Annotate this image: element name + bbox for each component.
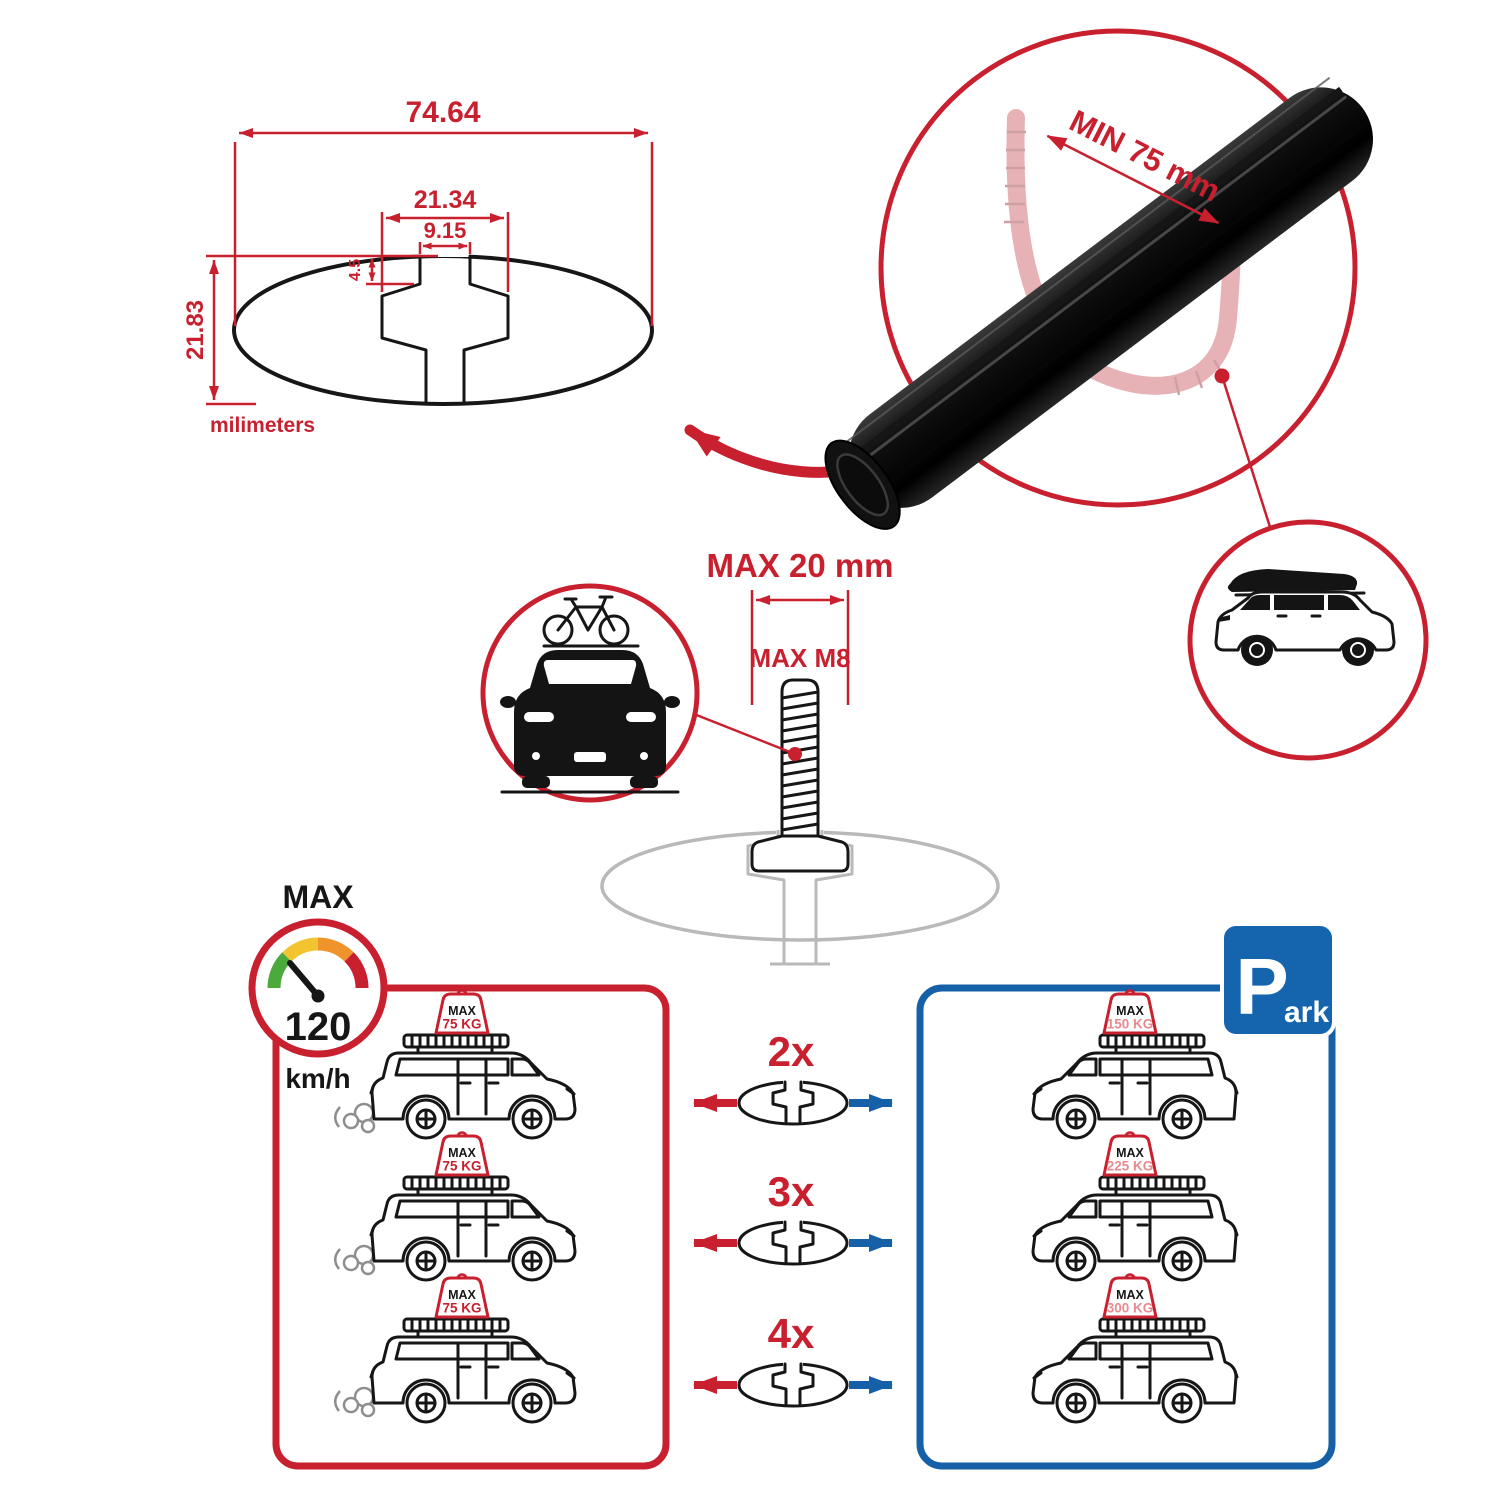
row3-profile-icon bbox=[737, 1359, 849, 1408]
ghost-slot bbox=[746, 830, 854, 966]
dim-lip-depth: 4.5 bbox=[347, 259, 364, 281]
suv-roofbox-art bbox=[1214, 569, 1396, 666]
multiplier-4x: 4x bbox=[768, 1310, 815, 1357]
min-span-arrow bbox=[1046, 134, 1220, 225]
park-sign-suffix: ark bbox=[1284, 996, 1329, 1029]
flag-max-label: MAX bbox=[448, 1146, 476, 1160]
speed-value: 120 bbox=[285, 1005, 352, 1049]
multiplier-2x: 2x bbox=[768, 1028, 815, 1075]
speed-max-label: MAX bbox=[282, 879, 354, 915]
driving-cars: MAX 75 KG MAX 75 KG MAX 75 KG bbox=[333, 989, 577, 1424]
dim-ext-total-width bbox=[233, 142, 654, 326]
driving-flag-1: MAX 75 KG bbox=[434, 989, 490, 1035]
units-label: milimeters bbox=[210, 414, 315, 437]
bolt-t-head bbox=[750, 834, 850, 873]
dim-ext-slot-width bbox=[380, 212, 510, 292]
u-bolt-threads bbox=[1004, 130, 1225, 396]
t-slot-channel bbox=[380, 254, 510, 404]
park-sign-plate bbox=[1220, 922, 1336, 1038]
flag-kg-label: 75 KG bbox=[442, 1017, 481, 1032]
dim-total-width: 74.64 bbox=[405, 96, 480, 129]
multiplier-3x: 3x bbox=[768, 1168, 815, 1215]
t-bolt bbox=[750, 678, 850, 873]
dim-ext-height bbox=[206, 254, 438, 406]
flag-max-label: MAX bbox=[1116, 1146, 1144, 1160]
bar-detail-circle: MIN 75 mm bbox=[824, 28, 1373, 530]
flag-max-label: MAX bbox=[1116, 1004, 1144, 1018]
driving-flag-2: MAX 75 KG bbox=[434, 1131, 490, 1177]
car-bike-circle bbox=[480, 583, 700, 803]
speed-limit-badge: MAX 120 km/h bbox=[248, 879, 388, 1094]
row2-profile-icon bbox=[737, 1217, 849, 1266]
roof-box bbox=[1227, 569, 1358, 592]
flag-kg-label: 300 KG bbox=[1107, 1301, 1154, 1316]
park-sign-letter: P bbox=[1235, 942, 1288, 1031]
park-sign: P ark bbox=[1220, 922, 1336, 1038]
crossbar-3d bbox=[824, 76, 1373, 530]
bar-profile-outline bbox=[232, 254, 654, 406]
dim-opening-width: 9.15 bbox=[424, 218, 467, 243]
u-bolt-ghost bbox=[1006, 109, 1242, 395]
max-thread-label: MAX M8 bbox=[749, 643, 850, 673]
speed-unit: km/h bbox=[285, 1063, 350, 1094]
dim-height: 21.83 bbox=[182, 300, 209, 360]
flag-kg-label: 75 KG bbox=[442, 1159, 481, 1174]
parked-flag-3: MAX 300 KG bbox=[1102, 1273, 1158, 1319]
car-windshield bbox=[543, 660, 637, 684]
flag-kg-label: 150 KG bbox=[1107, 1017, 1154, 1032]
parked-flag-2: MAX 225 KG bbox=[1102, 1131, 1158, 1177]
row1-profile-icon bbox=[737, 1077, 849, 1126]
flag-max-label: MAX bbox=[448, 1288, 476, 1302]
bike-on-roof bbox=[542, 595, 640, 648]
suv-windows bbox=[1240, 595, 1360, 610]
suv-roofbox-circle bbox=[1187, 519, 1429, 761]
car-front-art bbox=[500, 650, 680, 794]
flag-kg-label: 75 KG bbox=[442, 1301, 481, 1316]
multiplier-rows: 2x 3x 4x bbox=[693, 1028, 893, 1408]
dim-ext-opening-width bbox=[418, 242, 472, 254]
bolt-dim-ext bbox=[750, 590, 850, 705]
cross-section-diagram: 74.64 21.34 9.15 4.5 21.83 milimeters bbox=[182, 96, 654, 437]
bolt-diagram: MAX 20 mm MAX M8 bbox=[600, 547, 1000, 966]
dim-slot-width: 21.34 bbox=[414, 186, 477, 214]
parked-cars: MAX 150 KG MAX 225 KG MAX 300 KG bbox=[1031, 989, 1239, 1424]
driving-flag-3: MAX 75 KG bbox=[434, 1273, 490, 1319]
flag-kg-label: 225 KG bbox=[1107, 1159, 1154, 1174]
max-width-label: MAX 20 mm bbox=[706, 547, 893, 584]
crossbar-body bbox=[848, 87, 1373, 508]
parked-flag-1: MAX 150 KG bbox=[1102, 989, 1158, 1035]
leader-to-car bbox=[693, 712, 796, 756]
leader-to-suv bbox=[1220, 375, 1272, 528]
flag-max-label: MAX bbox=[448, 1004, 476, 1018]
flag-max-label: MAX bbox=[1116, 1288, 1144, 1302]
gauge-needle bbox=[287, 960, 321, 999]
